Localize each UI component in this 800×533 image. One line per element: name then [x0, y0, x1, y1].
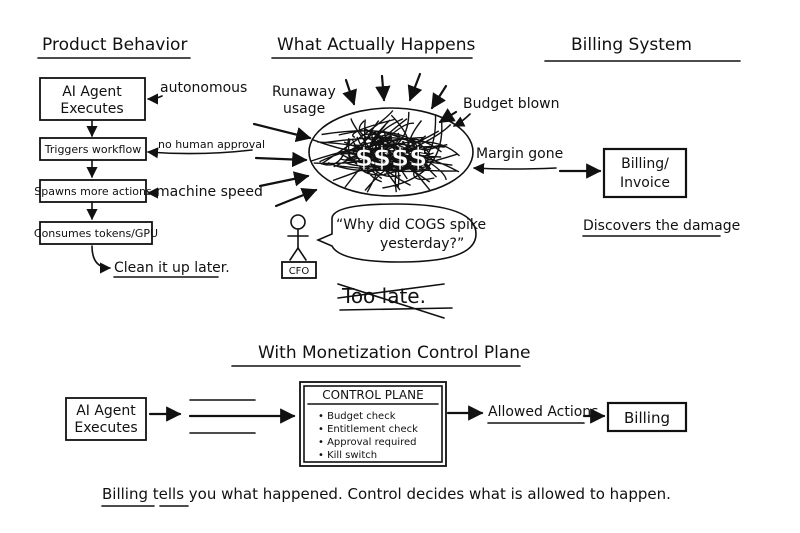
- cfo-stick-figure: [287, 214, 309, 261]
- consumes-tokens-box: [39, 221, 153, 245]
- footer-statement: Billing tells you what happened. Control…: [102, 485, 671, 503]
- heading-billing-system: Billing System: [571, 35, 692, 55]
- cfo-quote-line1: “Why did COGS spike: [336, 217, 486, 233]
- cleanup-arrow: [91, 245, 112, 274]
- billing-bottom-label: Billing: [624, 409, 670, 427]
- spawns-actions-label: Spawns more actions: [34, 185, 152, 198]
- runaway-label-line1: Runaway: [272, 84, 336, 100]
- triggers-workflow-box: [39, 137, 147, 161]
- control-item-kill-switch: • Kill switch: [318, 450, 377, 461]
- heading-product-behavior: Product Behavior: [42, 35, 187, 55]
- billing-invoice-line2: Invoice: [620, 175, 670, 191]
- control-item-approval: • Approval required: [318, 437, 417, 448]
- machine-speed-label: machine speed: [156, 184, 263, 200]
- control-item-entitlement: • Entitlement check: [318, 424, 418, 435]
- margin-gone-label: Margin gone: [476, 146, 563, 162]
- discovers-damage-label: Discovers the damage: [583, 218, 740, 234]
- runaway-cost-scribble: [308, 107, 474, 197]
- no-human-approval-label: no human approval: [158, 138, 265, 151]
- control-plane-box-inner: [303, 385, 443, 463]
- incoming-pressure-arrows: [252, 72, 458, 208]
- agent-executes-line2: Executes: [60, 101, 123, 117]
- spawns-actions-box: [39, 179, 147, 203]
- triggers-workflow-label: Triggers workflow: [44, 143, 141, 156]
- agent-executes-box: [39, 77, 146, 121]
- agent-executes-bottom-line2: Executes: [74, 420, 137, 436]
- billing-box-bottom: [606, 401, 688, 433]
- control-item-budget: • Budget check: [318, 411, 396, 422]
- billing-invoice-line1: Billing/: [621, 156, 669, 172]
- control-plane-box-outer: [299, 381, 447, 467]
- consumes-tokens-label: Consumes tokens/GPU: [34, 227, 158, 240]
- allowed-actions-label: Allowed Actions: [488, 404, 598, 420]
- dollar-signs: $$$$: [355, 143, 427, 173]
- scribble-strokes: [311, 110, 460, 193]
- budget-blown-label: Budget blown: [463, 96, 559, 112]
- runaway-label-line2: usage: [283, 101, 325, 117]
- cleanup-label: Clean it up later.: [114, 260, 230, 276]
- agent-executes-box-bottom: [65, 397, 147, 441]
- agent-executes-line1: AI Agent: [62, 84, 122, 100]
- cfo-quote-line2: yesterday?”: [380, 236, 464, 252]
- cfo-speech-bubble: [315, 203, 477, 263]
- scribble-outline: [308, 107, 474, 197]
- autonomous-label: autonomous: [160, 80, 247, 96]
- cfo-label-box: [281, 261, 317, 279]
- cfo-label: CFO: [289, 266, 310, 277]
- heading-with-control-plane: With Monetization Control Plane: [258, 343, 530, 363]
- agent-executes-bottom-line1: AI Agent: [76, 403, 136, 419]
- heading-what-actually-happens: What Actually Happens: [277, 35, 476, 55]
- control-plane-title: CONTROL PLANE: [322, 388, 423, 402]
- billing-invoice-box: [602, 147, 688, 199]
